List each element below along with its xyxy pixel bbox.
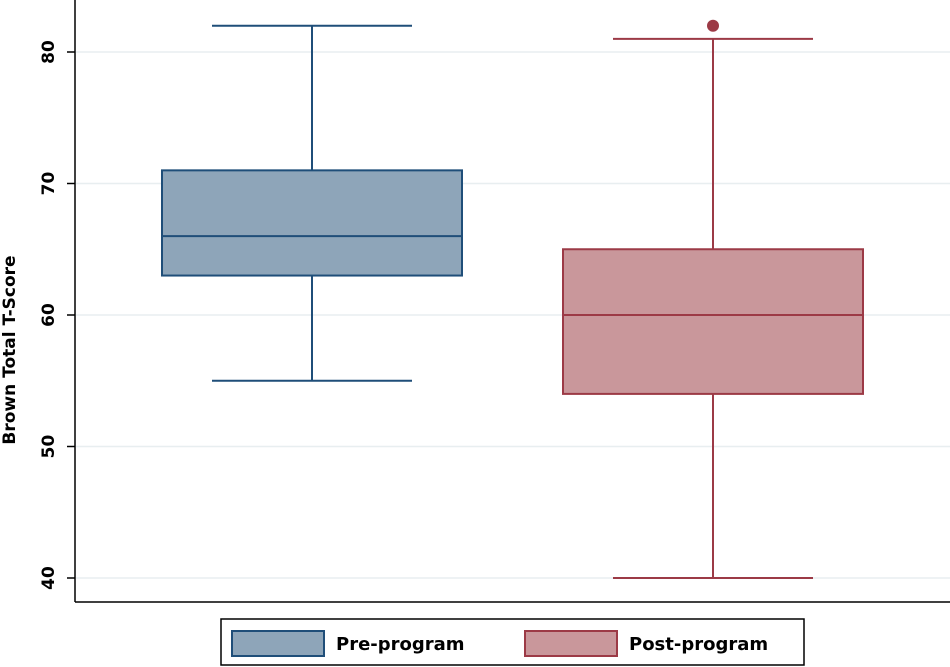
legend-swatch-pre-program xyxy=(231,630,325,657)
box-post-program xyxy=(562,19,864,579)
legend-label-pre-program: Pre-program xyxy=(336,634,465,655)
box-pre-program xyxy=(161,24,463,382)
y-axis-title: Brown Total T-Score xyxy=(0,255,20,444)
y-tick-label-80: 80 xyxy=(39,40,59,64)
legend-label-post-program: Post-program xyxy=(629,634,768,655)
y-tick-label-40: 40 xyxy=(39,566,59,590)
legend: Pre-program Post-program xyxy=(220,618,805,666)
outlier-post-program-0 xyxy=(707,19,719,32)
iqr-box-pre-program xyxy=(161,169,463,277)
y-tick-label-60: 60 xyxy=(39,303,59,327)
iqr-box-post-program xyxy=(562,248,864,395)
legend-swatch-post-program xyxy=(524,630,618,657)
y-tick-label-70: 70 xyxy=(39,172,59,196)
y-tick-label-50: 50 xyxy=(39,435,59,459)
boxes xyxy=(161,19,864,579)
y-axis-ticks: 40 50 60 70 80 xyxy=(39,40,75,590)
